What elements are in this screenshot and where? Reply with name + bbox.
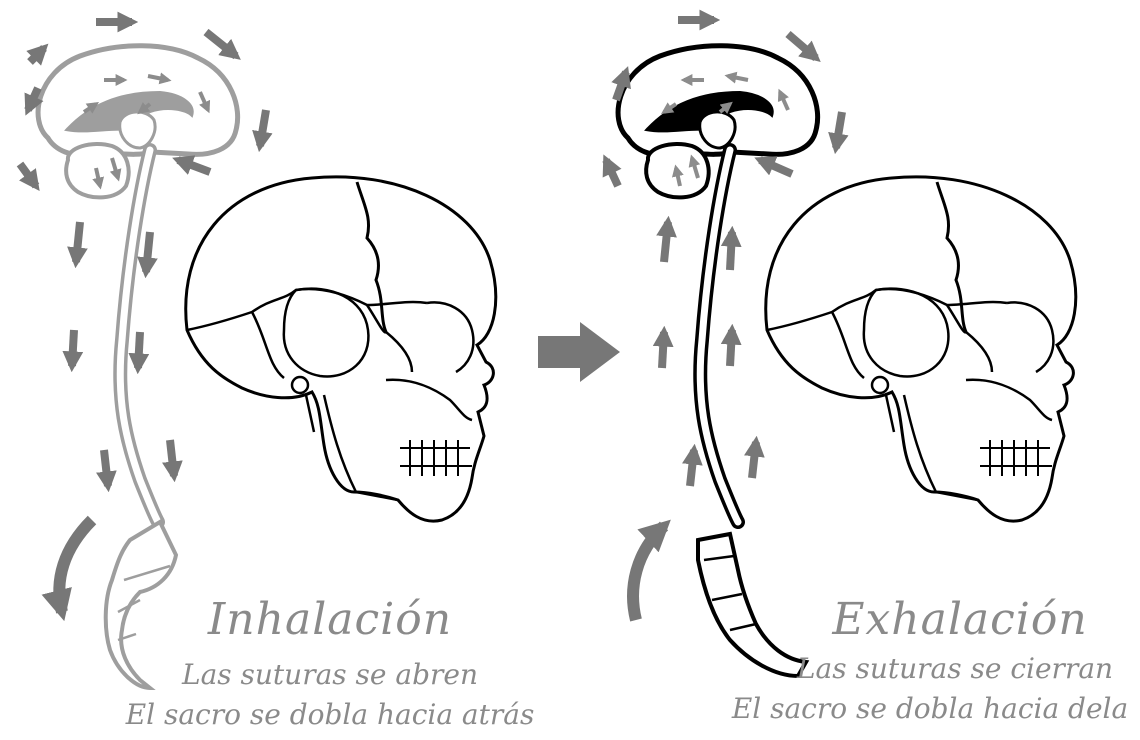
flow-arrow-icon — [20, 164, 36, 186]
right-arrow-icon — [538, 322, 620, 382]
flow-arrow-icon — [690, 450, 694, 486]
curved-arrow-icon — [633, 526, 664, 620]
exhale-line-sutures: Las suturas se cierran — [770, 652, 1140, 685]
flow-arrow-icon — [30, 48, 44, 62]
flow-arrow-icon — [76, 222, 80, 262]
thalamus-shape — [120, 112, 155, 148]
skull-icon — [766, 177, 1076, 521]
flow-arrow-icon — [260, 110, 266, 146]
flow-arrow-icon — [170, 440, 174, 476]
inhale-panel — [20, 22, 496, 688]
flow-arrow-icon — [760, 160, 792, 174]
exhale-title: Exhalación — [780, 594, 1140, 645]
flow-arrow-icon — [730, 330, 732, 366]
flow-arrow-icon — [752, 442, 756, 478]
flow-arrow-icon — [138, 332, 140, 368]
flow-arrow-icon — [206, 32, 236, 56]
curved-arrow-icon — [59, 520, 92, 612]
skull-icon — [186, 177, 496, 521]
inhale-line-sacrum: El sacro se dobla hacia atrás — [100, 698, 560, 731]
flow-arrow-icon — [836, 112, 842, 148]
flow-arrow-icon — [72, 330, 74, 366]
flow-arrow-icon — [662, 332, 664, 368]
flow-arrow-icon — [178, 160, 210, 172]
flow-arrow-icon — [664, 222, 668, 262]
inhale-title: Inhalación — [150, 594, 510, 645]
thalamus-shape — [700, 112, 735, 148]
flow-arrow-icon — [730, 232, 732, 270]
exhale-panel — [606, 20, 1076, 676]
inhale-line-sutures: Las suturas se abren — [150, 658, 510, 691]
flow-arrow-icon — [104, 450, 108, 486]
flow-arrow-icon — [606, 160, 618, 186]
flow-arrow-icon — [788, 34, 816, 58]
exhale-line-sacrum: El sacro se dobla hacia dela — [720, 692, 1140, 725]
flow-arrow-icon — [146, 232, 150, 272]
